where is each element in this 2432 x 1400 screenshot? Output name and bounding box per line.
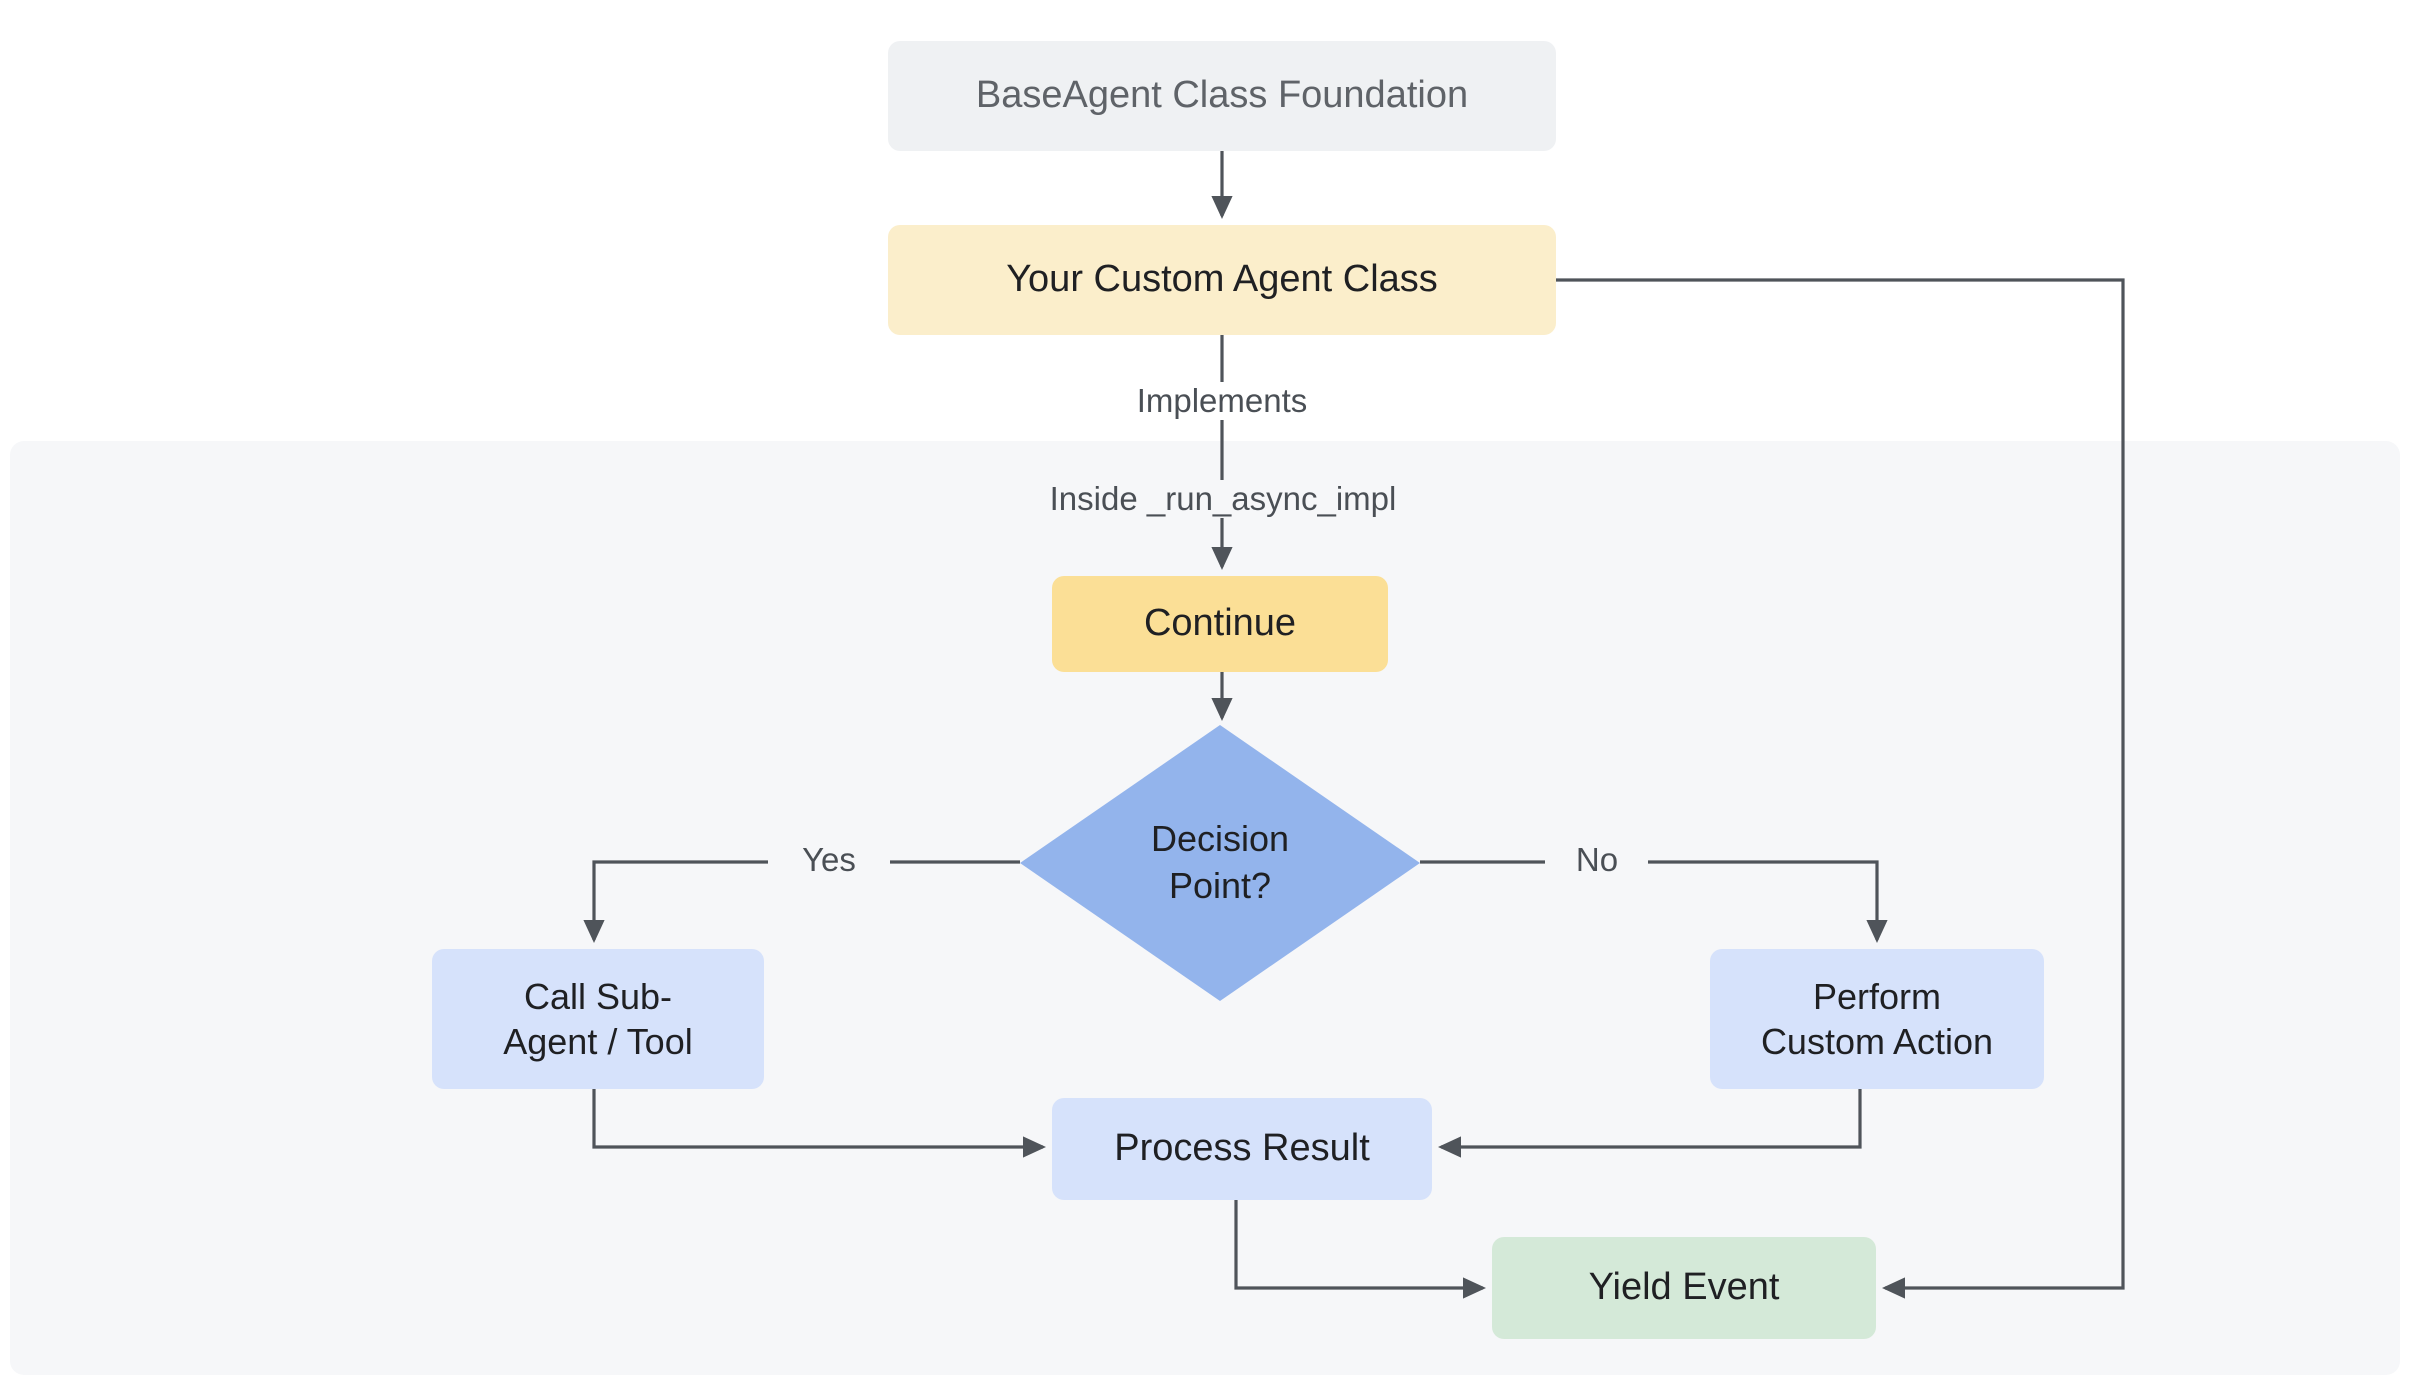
- edge-label-yes: Yes: [790, 841, 868, 879]
- node-decision-point[interactable]: Decision Point?: [1020, 725, 1420, 1001]
- node-base-agent-class-foundation[interactable]: BaseAgent Class Foundation: [888, 41, 1556, 151]
- node-call-sub-agent-tool[interactable]: Call Sub- Agent / Tool: [432, 949, 764, 1089]
- node-label: Continue: [1143, 602, 1297, 645]
- node-continue[interactable]: Continue: [1052, 576, 1388, 672]
- node-label: Decision Point?: [1150, 818, 1290, 906]
- node-perform-custom-action[interactable]: Perform Custom Action: [1710, 949, 2044, 1089]
- edge-label-inside-run-async-impl: Inside _run_async_impl: [1030, 480, 1416, 518]
- node-your-custom-agent-class[interactable]: Your Custom Agent Class: [888, 225, 1556, 335]
- node-process-result[interactable]: Process Result: [1052, 1098, 1432, 1200]
- node-yield-event[interactable]: Yield Event: [1492, 1237, 1876, 1339]
- edge-label-implements: Implements: [1126, 382, 1318, 420]
- edge-label-text: Implements: [1136, 382, 1308, 419]
- node-label: Yield Event: [1588, 1266, 1780, 1309]
- node-label: Process Result: [1114, 1127, 1370, 1170]
- edge-label-text: Yes: [802, 841, 856, 878]
- node-label: Call Sub- Agent / Tool: [503, 976, 693, 1062]
- edge-label-text: No: [1575, 841, 1619, 878]
- node-label: Perform Custom Action: [1760, 976, 1994, 1062]
- node-label: BaseAgent Class Foundation: [975, 74, 1469, 117]
- edge-label-text: Inside _run_async_impl: [1049, 480, 1397, 517]
- diamond-shape: [1020, 725, 1420, 1001]
- edge-label-no: No: [1567, 841, 1627, 879]
- node-label: Your Custom Agent Class: [1006, 258, 1438, 301]
